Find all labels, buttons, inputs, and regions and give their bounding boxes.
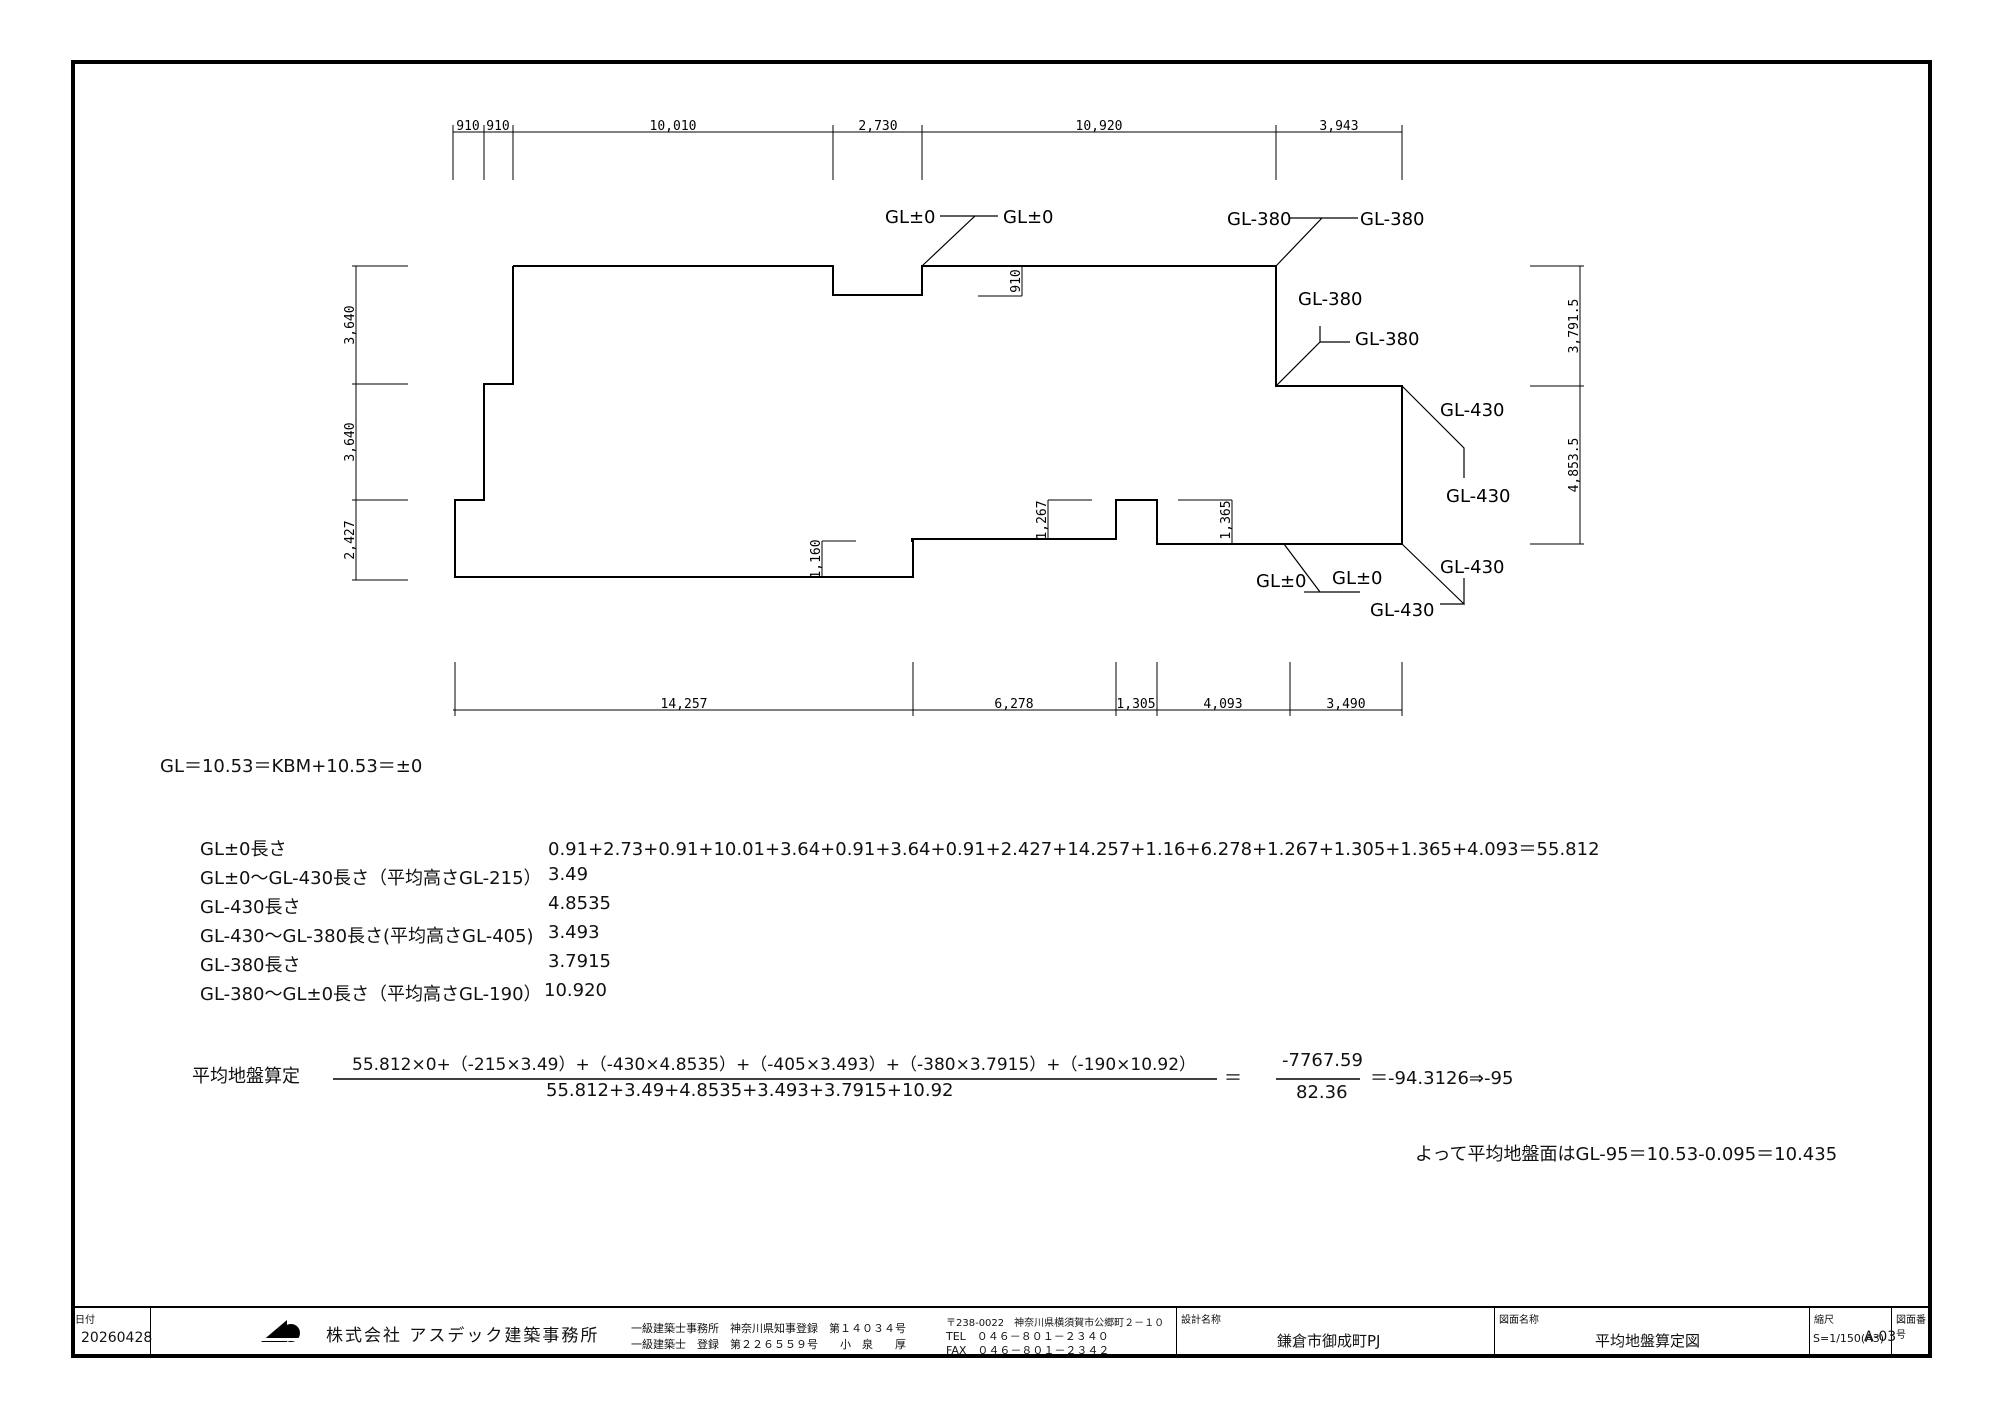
formula-numerator-2: -7767.59	[1282, 1050, 1363, 1071]
dim-top: 910	[486, 119, 509, 134]
gl-label: GL-380	[1298, 289, 1363, 310]
project-cell: 設計名称 鎌倉市御成町PJ	[1177, 1308, 1495, 1358]
length-value: 3.7915	[548, 951, 611, 972]
formula-result: ＝-94.3126⇒-95	[1370, 1068, 1514, 1089]
dim-top: 2,730	[858, 119, 897, 134]
scale-cell: 縮尺 S=1/150(A3)	[1810, 1308, 1892, 1358]
sheet-border	[71, 60, 1932, 1358]
drawing-name: 平均地盤算定図	[1595, 1332, 1701, 1350]
gl-leaders	[921, 215, 1465, 606]
fax: FAX ０４６－８０１－２３４２	[946, 1344, 1110, 1357]
dimension-texts: 910 910 10,010 2,730 10,920 3,943 14,257…	[343, 119, 1582, 712]
gl-label: GL-430	[1440, 557, 1505, 578]
dim-top: 3,943	[1319, 119, 1358, 134]
dim-left: 3,640	[343, 422, 358, 461]
formula-equals: ＝	[1224, 1068, 1242, 1089]
length-label: GL-380～GL±0長さ（平均高さGL-190）	[200, 984, 542, 1005]
address: 〒238-0022 神奈川県横須賀市公郷町２－１０	[946, 1318, 1165, 1329]
dim-inner: 910	[1009, 269, 1024, 292]
gl-label: GL±0	[1332, 568, 1383, 589]
registration-office: 一級建築士事務所 神奈川県知事登録 第１４０３４号	[631, 1322, 906, 1335]
formula-denominator: 55.812+3.49+4.8535+3.493+3.7915+10.92	[546, 1080, 954, 1101]
formula-label: 平均地盤算定	[192, 1066, 300, 1087]
length-value: 3.493	[548, 922, 600, 943]
tel: TEL ０４６－８０１－２３４０	[946, 1330, 1109, 1343]
dim-bottom: 1,305	[1116, 697, 1155, 712]
drawing-name-cell: 図面名称 平均地盤算定図	[1495, 1308, 1810, 1358]
gl-label: GL-430	[1440, 400, 1505, 421]
formula-denominator-2: 82.36	[1296, 1082, 1348, 1103]
gl-label: GL±0	[885, 207, 936, 228]
dim-inner: 1,160	[809, 539, 824, 578]
dim-bottom: 4,093	[1203, 697, 1242, 712]
dim-left: 2,427	[343, 520, 358, 559]
dim-inner: 1,365	[1219, 500, 1234, 539]
title-block: 日付 20260428 株式会社 アスデック建築事務所 一級建築士事務所 神奈川…	[71, 1306, 1932, 1358]
dim-bottom: 3,490	[1326, 697, 1365, 712]
company-cell: 株式会社 アスデック建築事務所 一級建築士事務所 神奈川県知事登録 第１４０３４…	[151, 1308, 1177, 1358]
number-label: 図面番号	[1896, 1315, 1926, 1341]
formula-numerator: 55.812×0+（-215×3.49）+（-430×4.8535）+（-405…	[352, 1055, 1197, 1075]
drawing-label: 図面名称	[1499, 1315, 1539, 1326]
gl-label: GL±0	[1003, 207, 1054, 228]
gl-labels: GL±0 GL±0 GL-380 GL-380 GL-380 GL-380 GL…	[885, 207, 1511, 621]
gl-label: GL-380	[1227, 209, 1292, 230]
scale-value: S=1/150(A3)	[1813, 1332, 1885, 1345]
length-value: 10.920	[544, 980, 607, 1001]
length-label: GL-430長さ	[200, 897, 301, 918]
gl-label: GL-430	[1446, 486, 1511, 507]
length-label: GL-430～GL-380長さ(平均高さGL-405)	[200, 926, 534, 947]
dim-top: 10,010	[650, 119, 697, 134]
gl-label: GL-430	[1370, 600, 1435, 621]
company-logo-icon	[261, 1320, 301, 1342]
length-label: GL±0長さ	[200, 839, 287, 860]
length-value: 0.91+2.73+0.91+10.01+3.64+0.91+3.64+0.91…	[548, 839, 1600, 860]
length-label: GL±0～GL-430長さ（平均高さGL-215）	[200, 868, 542, 889]
scale-label: 縮尺	[1814, 1315, 1834, 1326]
gl-base-note: GL＝10.53＝KBM+10.53＝±0	[160, 756, 423, 777]
registration-architect: 一級建築士 登録 第２２６５５９号 小 泉 厚	[631, 1338, 906, 1351]
dim-right: 3,791.5	[1567, 299, 1582, 354]
dim-bottom: 14,257	[661, 697, 708, 712]
project-name: 鎌倉市御成町PJ	[1277, 1332, 1381, 1350]
drawing-number-cell: 図面番号	[1892, 1308, 1932, 1358]
drawing-number: A-03	[1864, 1329, 1897, 1345]
dim-top: 910	[456, 119, 479, 134]
length-label: GL-380長さ	[200, 955, 301, 976]
date-cell: 日付 20260428	[71, 1308, 153, 1358]
length-value: 4.8535	[548, 893, 611, 914]
gl-label: GL±0	[1256, 571, 1307, 592]
dim-left: 3,640	[343, 305, 358, 344]
dim-inner: 1,267	[1035, 500, 1050, 539]
dim-top: 10,920	[1076, 119, 1123, 134]
dim-right: 4,853.5	[1567, 438, 1582, 493]
company-name: 株式会社 アスデック建築事務所	[326, 1326, 600, 1346]
dim-bottom: 6,278	[994, 697, 1033, 712]
gl-label: GL-380	[1355, 329, 1420, 350]
gl-label: GL-380	[1360, 209, 1425, 230]
project-label: 設計名称	[1181, 1315, 1221, 1326]
date-value: 20260428	[81, 1330, 153, 1346]
dimension-lines	[352, 125, 1584, 716]
building-outline	[454, 265, 1403, 578]
conclusion-text: よって平均地盤面はGL-95＝10.53-0.095＝10.435	[1415, 1144, 1838, 1165]
date-label: 日付	[75, 1315, 95, 1326]
length-value: 3.49	[548, 864, 589, 885]
